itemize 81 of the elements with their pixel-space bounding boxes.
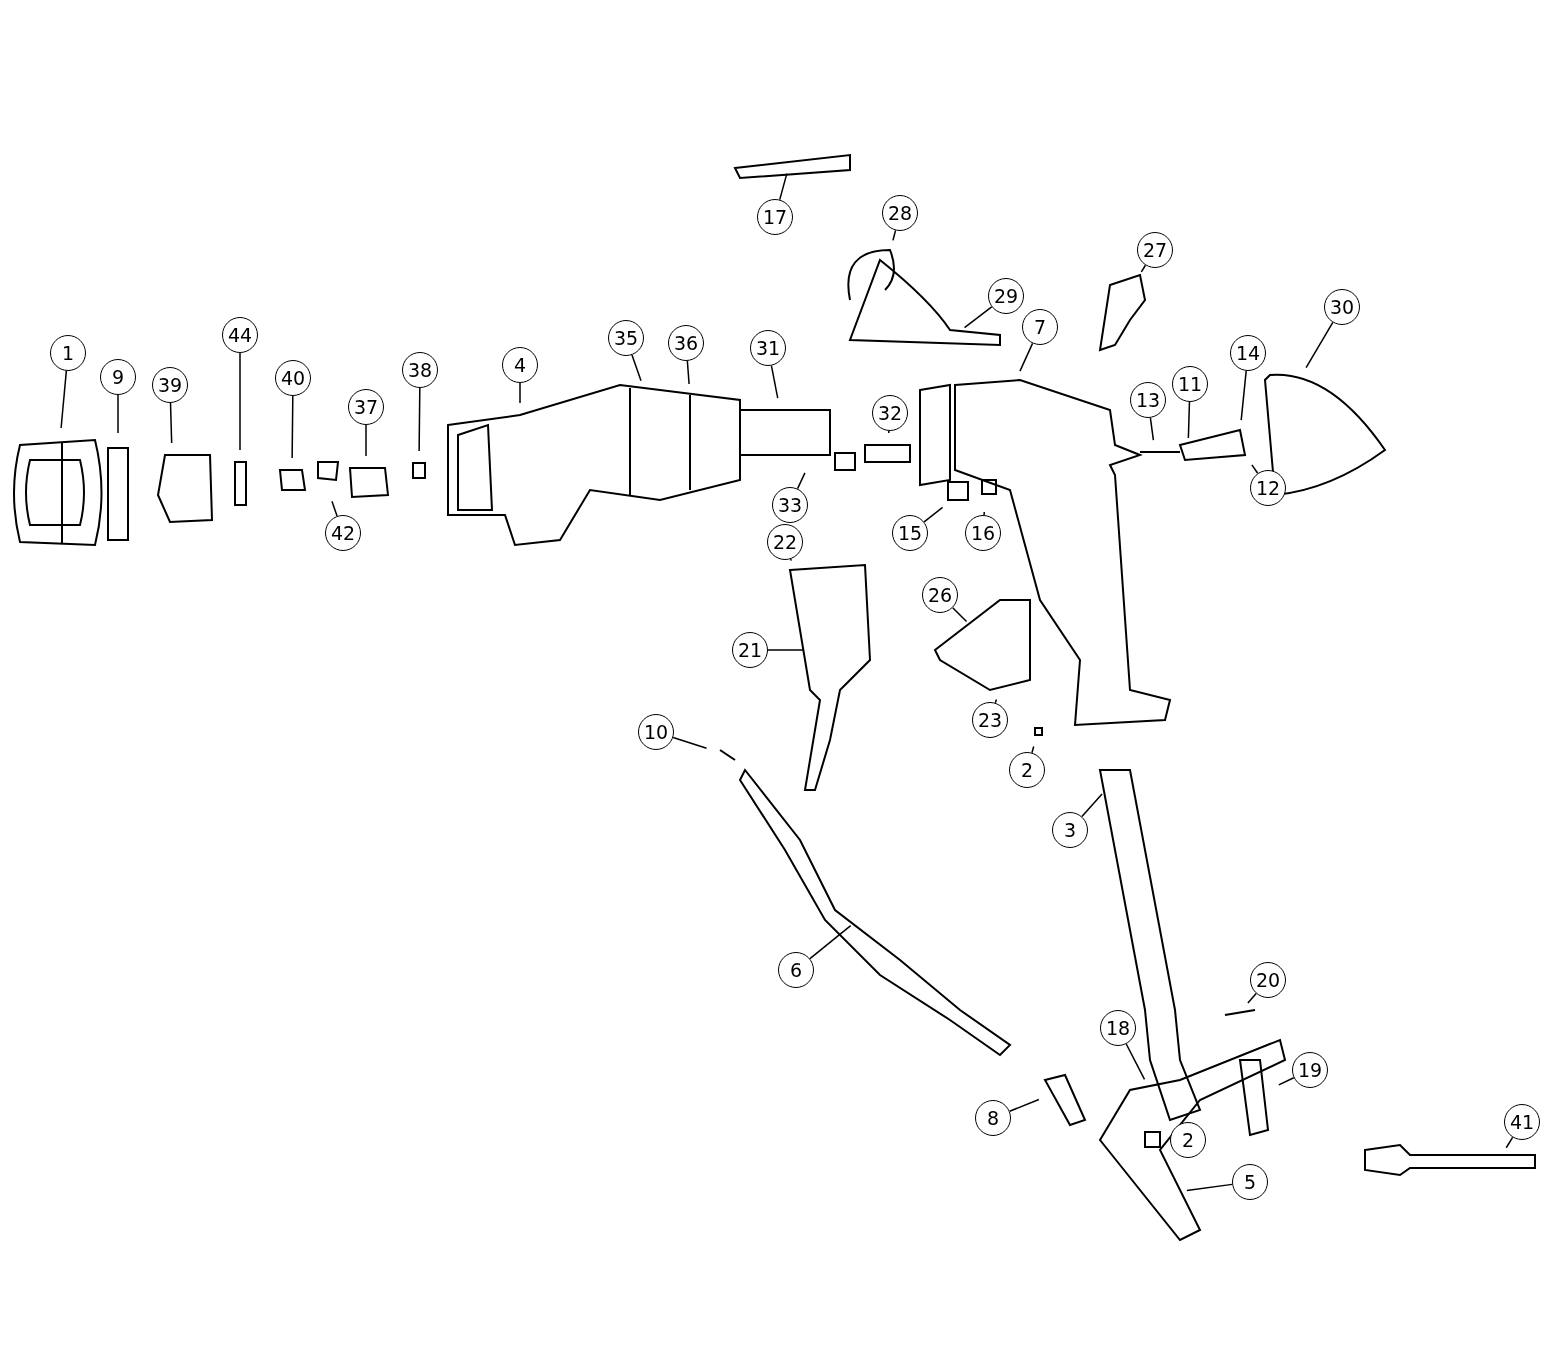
callout-number: 14: [1230, 335, 1266, 371]
callout-number: 15: [892, 515, 928, 551]
leader-line: [1019, 342, 1034, 372]
callout-number: 2: [1170, 1122, 1206, 1158]
leader-line: [892, 229, 897, 242]
leader-line: [672, 736, 708, 750]
callout-number: 4: [502, 347, 538, 383]
leader-line: [963, 306, 993, 329]
leader-line: [994, 698, 998, 704]
leader-line: [1251, 464, 1259, 474]
callout-number: 23: [972, 702, 1008, 738]
callout-number: 13: [1130, 382, 1166, 418]
leader-line: [1240, 370, 1247, 421]
callout-number: 33: [772, 487, 808, 523]
callout-number: 1: [50, 335, 86, 371]
callout-number: 36: [668, 325, 704, 361]
leader-line: [291, 395, 294, 459]
leader-line: [789, 558, 792, 562]
callout-number: 31: [750, 330, 786, 366]
callout-number: 32: [872, 395, 908, 431]
leader-line: [60, 370, 68, 429]
callout-number: 37: [348, 389, 384, 425]
callout-number: 22: [767, 524, 803, 560]
leader-line: [1008, 1098, 1040, 1112]
callout-number: 26: [922, 577, 958, 613]
callout-number: 3: [1052, 812, 1088, 848]
leader-line: [631, 354, 642, 382]
leader-line: [1278, 1077, 1295, 1086]
leader-line: [770, 364, 779, 399]
leader-line: [779, 172, 788, 201]
leader-line: [796, 472, 806, 490]
leader-line: [686, 360, 690, 385]
leader-line: [1247, 992, 1257, 1004]
leader-line: [888, 430, 890, 434]
callout-number: 30: [1324, 289, 1360, 325]
leader-line: [1081, 793, 1103, 818]
callout-number: 42: [325, 515, 361, 551]
callout-number: 27: [1137, 232, 1173, 268]
leader-line: [809, 924, 852, 960]
callout-number: 12: [1250, 470, 1286, 506]
callout-number: 21: [732, 632, 768, 668]
callout-number: 7: [1022, 309, 1058, 345]
callout-number: 29: [988, 278, 1024, 314]
leader-line: [418, 387, 421, 452]
leader-line: [1149, 417, 1155, 441]
leader-line: [365, 424, 367, 457]
callout-number: 40: [275, 360, 311, 396]
leader-line: [1505, 1136, 1514, 1149]
callout-number: 41: [1504, 1104, 1540, 1140]
callout-number: 35: [608, 320, 644, 356]
callout-number: 8: [975, 1100, 1011, 1136]
callout-number: 19: [1292, 1052, 1328, 1088]
leader-line: [519, 382, 521, 404]
leader-line: [1140, 264, 1147, 273]
callout-number: 5: [1232, 1164, 1268, 1200]
leader-line: [1186, 1183, 1233, 1192]
callout-number: 16: [965, 515, 1001, 551]
leader-line: [1305, 321, 1334, 369]
callout-number: 9: [100, 359, 136, 395]
leader-line: [1187, 401, 1191, 439]
leader-line: [983, 511, 985, 516]
leader-line: [952, 607, 968, 623]
callout-number: 2: [1009, 752, 1045, 788]
leader-line: [1031, 745, 1035, 754]
callout-number: 20: [1250, 962, 1286, 998]
leader-line: [239, 352, 241, 451]
callout-number: 38: [402, 352, 438, 388]
leader-line: [923, 506, 944, 523]
leader-line: [767, 649, 804, 651]
callout-number: 28: [882, 195, 918, 231]
callout-number: 44: [222, 317, 258, 353]
callout-number: 11: [1172, 366, 1208, 402]
callout-number: 17: [757, 199, 793, 235]
leader-line: [169, 402, 173, 444]
callout-number: 10: [638, 714, 674, 750]
callout-number: 39: [152, 367, 188, 403]
callout-number: 18: [1100, 1010, 1136, 1046]
callout-number: 6: [778, 952, 814, 988]
leader-line: [1125, 1043, 1146, 1081]
leader-line: [331, 500, 338, 517]
leader-line: [117, 394, 119, 434]
